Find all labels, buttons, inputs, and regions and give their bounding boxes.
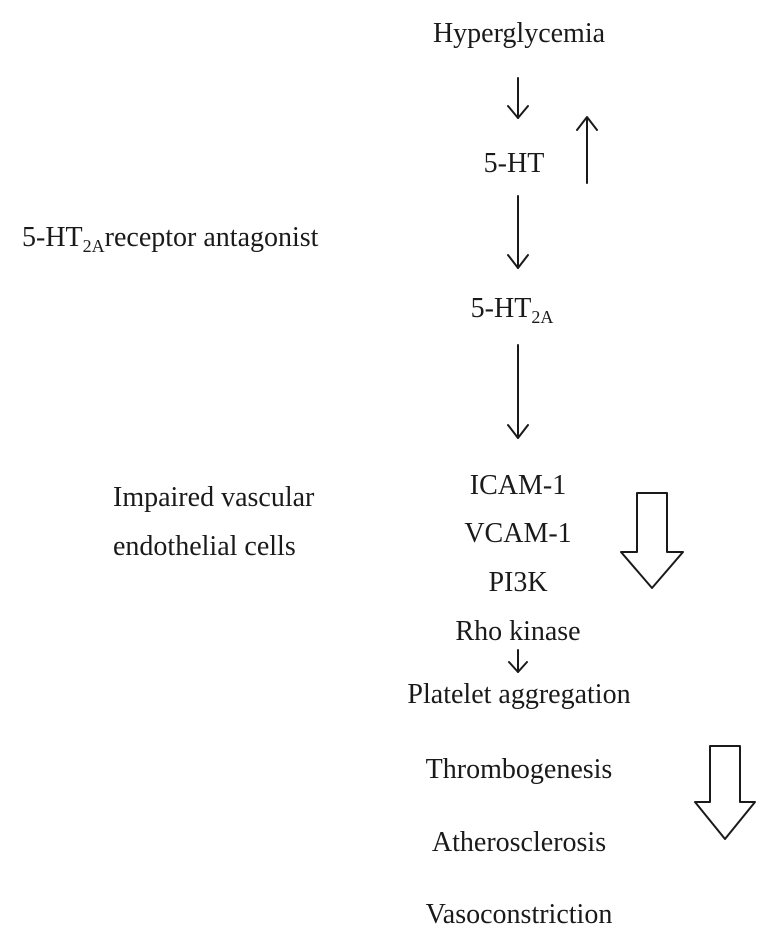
pi3k-node: PI3K bbox=[488, 567, 548, 598]
arrow-rho-to-platelet-icon bbox=[508, 649, 528, 673]
receptor-subscript: 2A bbox=[531, 307, 554, 327]
rho-kinase-node: Rho kinase bbox=[455, 616, 581, 647]
receptor-node: 5-HT2A bbox=[471, 292, 554, 326]
atherosclerosis-node: Atherosclerosis bbox=[431, 827, 607, 858]
antagonist-subscript: 2A bbox=[82, 236, 105, 256]
impaired-label-line2: endothelial cells bbox=[113, 531, 296, 562]
platelet-aggregation-node: Platelet aggregation bbox=[407, 679, 631, 710]
antagonist-base: 5-HT bbox=[22, 222, 83, 253]
arrow-5ht-to-receptor-icon bbox=[507, 195, 529, 269]
arrow-hyperglycemia-to-5ht-icon bbox=[507, 77, 529, 119]
antagonist-rest: receptor antagonist bbox=[104, 222, 319, 253]
thrombogenesis-node: Thrombogenesis bbox=[425, 754, 613, 785]
arrow-receptor-to-adhesion-icon bbox=[507, 344, 529, 439]
vcam-node: VCAM-1 bbox=[464, 518, 572, 549]
antagonist-label: 5-HT2Areceptor antagonist bbox=[22, 221, 318, 255]
vasoconstriction-node: Vasoconstriction bbox=[425, 899, 613, 930]
serotonin-increase-up-icon bbox=[576, 116, 598, 184]
group-effect-block-arrow-icon bbox=[620, 492, 684, 589]
hyperglycemia-node: Hyperglycemia bbox=[432, 18, 606, 49]
outcome-block-arrow-icon bbox=[694, 745, 756, 840]
impaired-label-line1: Impaired vascular bbox=[113, 482, 315, 513]
serotonin-node: 5-HT bbox=[483, 148, 545, 179]
icam-node: ICAM-1 bbox=[469, 470, 567, 501]
receptor-base: 5-HT bbox=[470, 293, 532, 324]
